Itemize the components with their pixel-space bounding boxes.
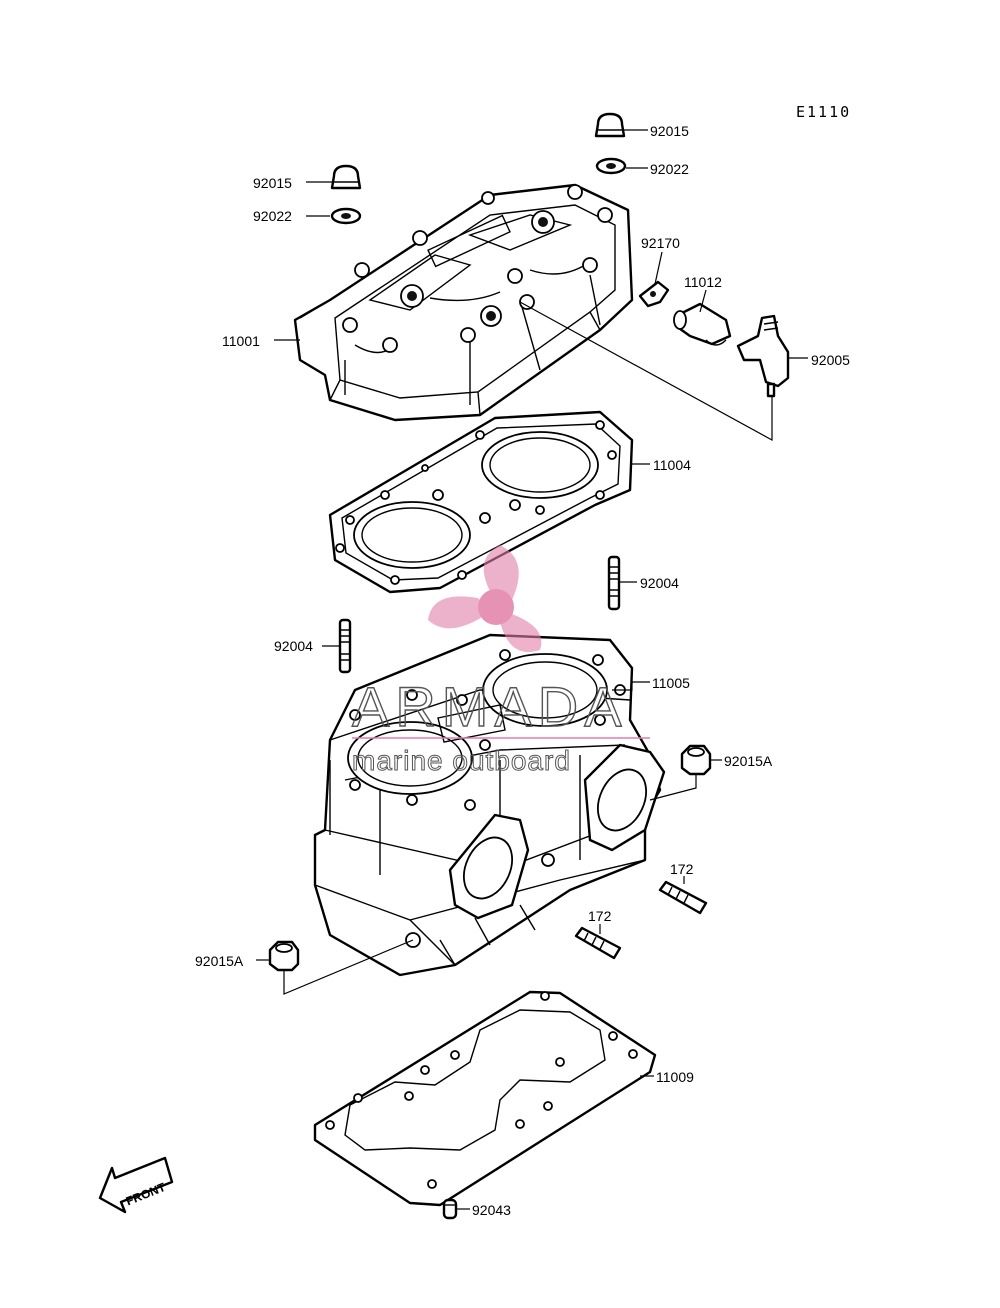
label-11009: 11009 bbox=[656, 1069, 694, 1085]
part-labels: 92015 92022 92015 92022 92170 11012 1100… bbox=[195, 123, 850, 1218]
hose-clamp bbox=[638, 280, 670, 308]
label-92015-top: 92015 bbox=[650, 123, 689, 139]
cap-nut-left bbox=[330, 164, 362, 190]
short-stud-right bbox=[658, 880, 708, 915]
label-92015A-left: 92015A bbox=[195, 953, 244, 969]
base-gasket bbox=[313, 990, 657, 1207]
leader-lines bbox=[256, 129, 808, 1210]
stud-left bbox=[338, 618, 352, 674]
label-92043: 92043 bbox=[472, 1202, 511, 1218]
watermark-tagline: marine outboard bbox=[352, 745, 571, 776]
label-92022-top: 92022 bbox=[650, 161, 689, 177]
label-92022-left: 92022 bbox=[253, 208, 292, 224]
label-92005: 92005 bbox=[811, 352, 850, 368]
label-92015-left: 92015 bbox=[253, 175, 292, 191]
watermark-brand: ARMADA bbox=[352, 675, 628, 738]
label-11005: 11005 bbox=[652, 675, 690, 691]
elbow-fitting bbox=[673, 302, 732, 346]
label-11004: 11004 bbox=[653, 457, 691, 473]
front-arrow-icon: FRONT bbox=[98, 1156, 174, 1214]
flange-nut-left bbox=[268, 940, 300, 972]
label-92004-left: 92004 bbox=[274, 638, 313, 654]
washer-left bbox=[330, 207, 362, 225]
cap-nut-top bbox=[594, 112, 626, 138]
diagram-code: E1110 bbox=[796, 103, 851, 121]
hose-fitting bbox=[736, 314, 790, 398]
dowel-pin bbox=[442, 1198, 458, 1220]
washer-top bbox=[595, 157, 627, 175]
stud-right bbox=[607, 555, 621, 611]
label-11012: 11012 bbox=[684, 274, 722, 290]
watermark-logo bbox=[428, 545, 542, 653]
label-92170: 92170 bbox=[641, 235, 680, 251]
label-172-mid: 172 bbox=[588, 908, 612, 924]
cylinder-head bbox=[293, 183, 634, 422]
label-92004-right: 92004 bbox=[640, 575, 679, 591]
label-172-right: 172 bbox=[670, 861, 694, 877]
head-gasket bbox=[328, 410, 634, 594]
label-92015A-right: 92015A bbox=[724, 753, 773, 769]
label-11001: 11001 bbox=[222, 333, 260, 349]
short-stud-mid bbox=[574, 926, 622, 960]
flange-nut-right bbox=[680, 744, 712, 776]
